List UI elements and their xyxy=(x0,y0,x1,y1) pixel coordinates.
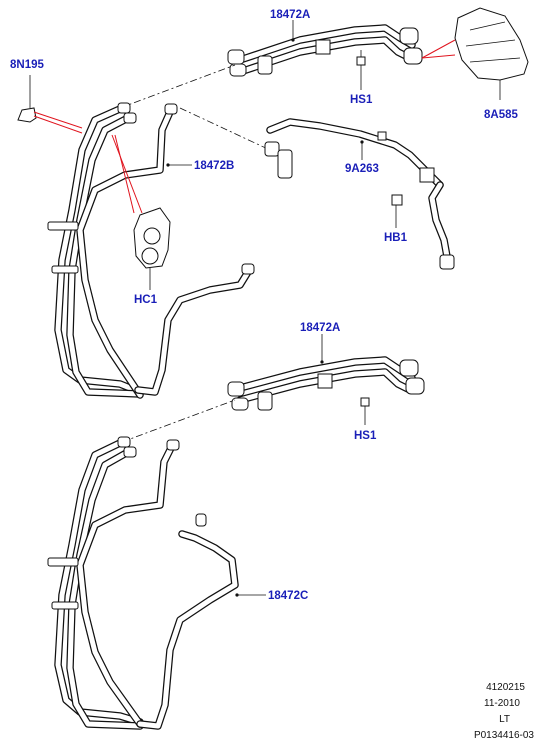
bracket-8n195 xyxy=(17,75,37,123)
heat-shield-8a585 xyxy=(454,7,529,100)
dashed-guide-top-1 xyxy=(119,64,236,109)
red-leader-hc1-b xyxy=(114,134,135,214)
hose-18472b xyxy=(47,102,255,399)
leader-dot xyxy=(291,38,295,42)
leader-dot xyxy=(166,163,170,167)
callout-18472b: 18472B xyxy=(194,160,234,172)
dashed-guide-top-2 xyxy=(179,107,271,151)
leader-dot xyxy=(235,593,239,597)
dashed-guide-bottom xyxy=(121,399,236,443)
callout-hc1: HC1 xyxy=(134,294,158,306)
leader-dot xyxy=(320,360,324,364)
red-leader-8n195-b xyxy=(33,111,83,129)
callout-8a585: 8A585 xyxy=(484,109,518,121)
ref-line-4: P0134416-03 xyxy=(474,730,534,741)
hose-18472a-top xyxy=(227,24,423,77)
clip-hc1 xyxy=(133,207,171,290)
leader-dot xyxy=(360,140,364,144)
bolt-hs1-bottom xyxy=(360,397,370,425)
callout-18472a-top: 18472A xyxy=(270,9,310,21)
callout-18472a-bottom: 18472A xyxy=(300,322,340,334)
ref-line-1: 4120215 xyxy=(486,682,525,693)
hose-18472c-loop xyxy=(47,436,239,730)
red-leader-hc1-a xyxy=(111,134,143,214)
bolt-hb1 xyxy=(391,194,403,228)
callout-18472c: 18472C xyxy=(268,590,308,602)
callout-hb1: HB1 xyxy=(384,232,408,244)
red-leader-8n195-a xyxy=(33,115,83,134)
bolt-hs1-top xyxy=(356,50,366,90)
callout-8n195: 8N195 xyxy=(10,59,44,71)
red-leader-8a585-a xyxy=(421,39,456,59)
hose-18472a-bottom xyxy=(227,356,425,411)
callout-hs1-top: HS1 xyxy=(350,94,373,106)
ref-line-2: 11-2010 xyxy=(484,698,520,709)
ref-line-3: LT xyxy=(499,714,510,725)
hose-9a263 xyxy=(264,118,455,270)
red-leader-8a585-b xyxy=(421,54,456,59)
callout-9a263: 9A263 xyxy=(345,163,379,175)
callout-hs1-bottom: HS1 xyxy=(354,430,377,442)
reference-block: 4120215 11-2010 LT P0134416-03 xyxy=(474,682,534,741)
